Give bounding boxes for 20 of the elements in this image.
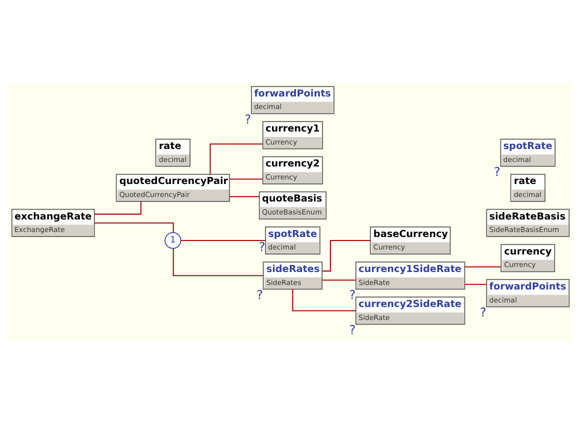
connector <box>172 248 264 276</box>
node-label: ? <box>349 323 356 338</box>
connector <box>464 284 486 285</box>
node-label: ? <box>349 288 356 302</box>
node-label: ? <box>244 112 252 127</box>
connector <box>210 143 263 174</box>
connector <box>94 202 142 215</box>
node-circle: 1 <box>164 232 182 249</box>
connector <box>230 178 263 180</box>
connector <box>94 222 174 233</box>
node-label: ? <box>256 288 264 302</box>
node-label: ? <box>258 240 266 254</box>
connector <box>230 196 260 198</box>
connector <box>322 240 370 272</box>
connector <box>464 266 501 268</box>
connector <box>181 240 266 242</box>
node-label: ? <box>480 306 486 320</box>
connector <box>292 290 356 312</box>
connector <box>322 280 356 281</box>
node-label: ? <box>494 165 500 180</box>
